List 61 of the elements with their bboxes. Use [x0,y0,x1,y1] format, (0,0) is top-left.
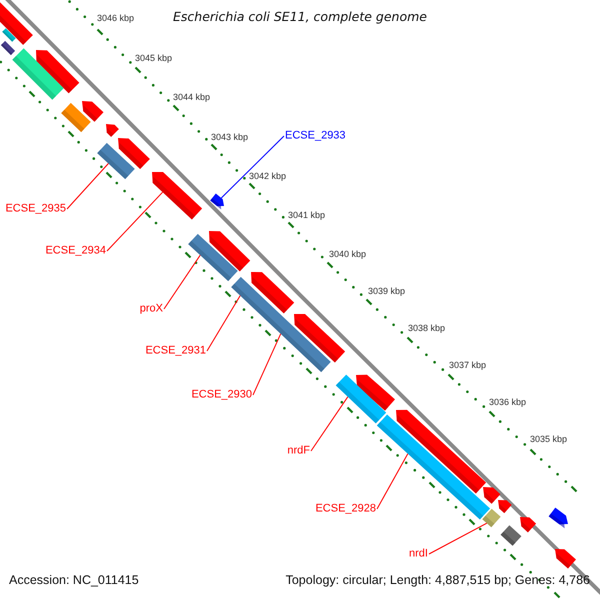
gene-block-pointed [356,374,395,411]
gene-block [2,28,16,42]
scale-label: 3040 kbp [329,249,366,260]
gene-label: ECSE_2935 [5,202,66,216]
gene-label: nrdF [287,444,310,458]
gene-block [482,508,501,528]
gene-block-pointed [498,500,512,514]
gene-block-pointed [82,101,104,122]
leader-line [428,522,488,554]
accession-note: Accession: NC_011415 [9,573,139,588]
gene-block [231,276,331,372]
leader-line [310,396,348,452]
gene-block-pointed [483,487,500,504]
gene-label: proX [140,302,163,316]
leader-line [206,295,241,352]
gene-block-pointed [209,231,250,272]
scale-label: 3042 kbp [249,171,286,182]
gene-block [376,414,490,520]
gene-block-pointed [520,517,536,532]
gene-block [12,48,64,100]
gene-label: ECSE_2928 [315,502,376,516]
leader-line [106,192,164,252]
scale-label: 3045 kbp [135,53,172,64]
gene-block-pointed [251,272,294,314]
gene-block [188,234,238,282]
gene-label: nrdI [409,548,428,560]
scale-label: 3039 kbp [368,286,406,297]
scale-label: 3046 kbp [97,13,134,24]
scale-label: 3036 kbp [489,397,526,408]
leader-line [252,333,282,396]
scale-label: 3044 kbp [173,92,210,103]
gene-block-pointed [555,549,576,568]
gene-block-pointed [396,410,486,494]
gene-block [336,374,386,424]
gene-block-pointed [118,138,150,169]
gene-block-pointed [36,50,80,94]
gene-label: ECSE_2931 [145,344,206,358]
genome-summary: Topology: circular; Length: 4,887,515 bp; Genes: 4,786 [286,573,590,588]
scale-label: 3041 kbp [288,210,326,221]
leader-line [66,163,109,210]
gene-block-pointed [210,194,224,210]
scale-label: 3043 kbp [211,132,248,143]
scale-label: 3038 kbp [408,323,446,334]
gene-block-pointed [548,508,568,528]
leader-line [220,136,284,198]
chart-title: Escherichia coli SE11, complete genome [172,9,428,24]
scale-label: 3035 kbp [530,434,568,445]
gene-block [61,102,91,132]
gene-block [0,0,33,45]
gene-block-pointed [152,172,202,220]
scale-label: 3037 kbp [449,360,486,371]
leader-line [164,254,201,310]
gene-label: ECSE_2934 [45,244,106,258]
gene-block [97,142,135,180]
gene-block [0,40,16,56]
gene-block-pointed [106,124,119,137]
leader-line [376,453,408,510]
gene-block-pointed [294,314,346,362]
gene-block [500,525,522,546]
gene-label: ECSE_2933 [285,130,346,142]
gene-label: ECSE_2930 [191,388,252,402]
